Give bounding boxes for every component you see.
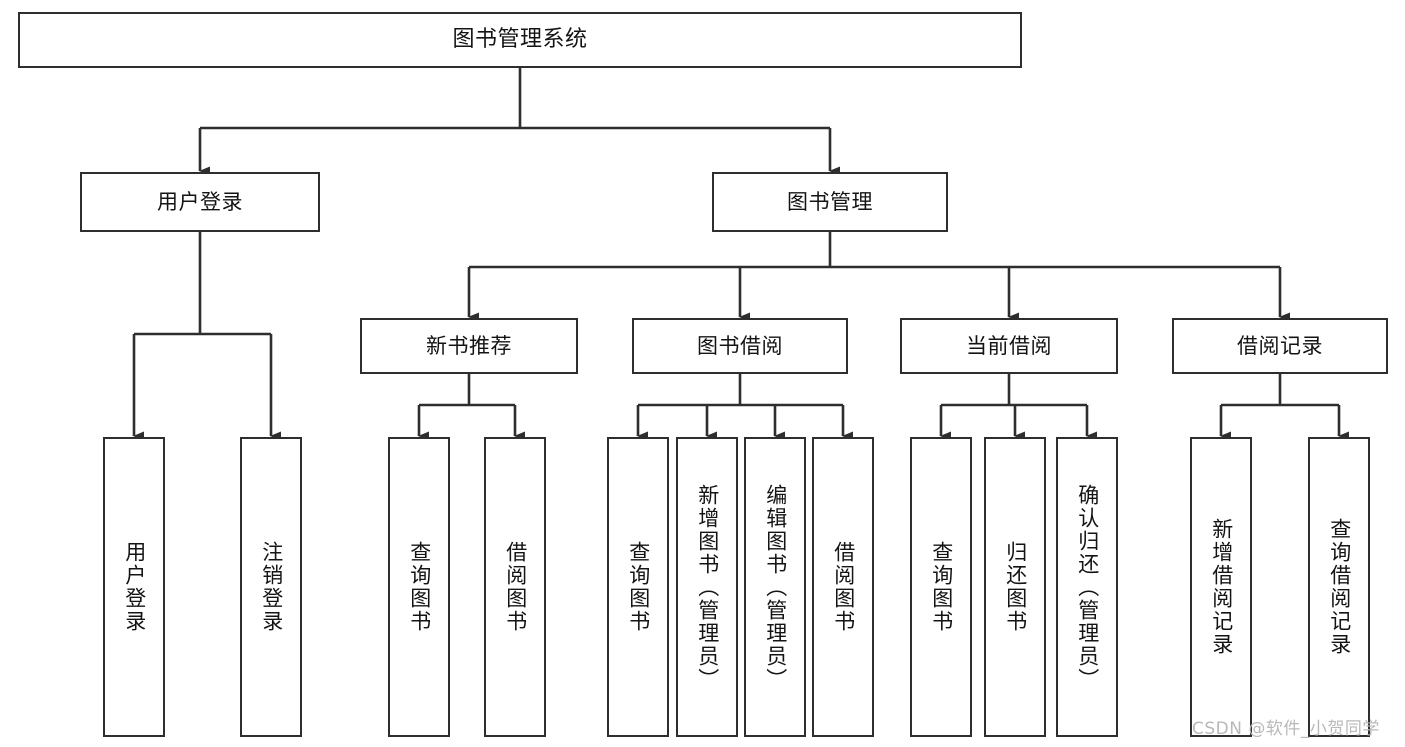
node-borrow[interactable]: 图书借阅 — [632, 318, 848, 374]
node-login[interactable]: 用户登录 — [80, 172, 320, 232]
node-label: 借阅图书 — [503, 541, 528, 633]
node-leaf-add-record[interactable]: 新增借阅记录 — [1190, 437, 1252, 737]
node-label: 借阅图书 — [831, 541, 856, 633]
node-leaf-query-record[interactable]: 查询借阅记录 — [1308, 437, 1370, 737]
node-root[interactable]: 图书管理系统 — [18, 12, 1022, 68]
node-label: 确认归还（管理员） — [1075, 483, 1100, 691]
node-label: 注销登录 — [259, 541, 284, 633]
node-label: 新增借阅记录 — [1209, 518, 1234, 656]
node-leaf-edit-book[interactable]: 编辑图书（管理员） — [744, 437, 806, 737]
node-label: 编辑图书（管理员） — [763, 483, 788, 691]
node-label: 图书管理系统 — [452, 27, 588, 53]
node-label: 查询借阅记录 — [1327, 518, 1352, 656]
csdn-watermark: CSDN @软件_小贺同学 — [1192, 719, 1380, 739]
node-leaf-query-book-1[interactable]: 查询图书 — [388, 437, 450, 737]
node-leaf-return-book[interactable]: 归还图书 — [984, 437, 1046, 737]
node-label: 用户登录 — [122, 541, 147, 633]
node-label: 查询图书 — [929, 541, 954, 633]
node-leaf-query-book-3[interactable]: 查询图书 — [910, 437, 972, 737]
node-leaf-query-book-2[interactable]: 查询图书 — [607, 437, 669, 737]
node-newbook[interactable]: 新书推荐 — [360, 318, 578, 374]
node-label: 图书借阅 — [697, 333, 783, 358]
node-records[interactable]: 借阅记录 — [1172, 318, 1388, 374]
node-leaf-add-book[interactable]: 新增图书（管理员） — [676, 437, 738, 737]
node-leaf-borrow-book-1[interactable]: 借阅图书 — [484, 437, 546, 737]
node-label: 归还图书 — [1003, 541, 1028, 633]
node-leaf-user-logout[interactable]: 注销登录 — [240, 437, 302, 737]
node-label: 查询图书 — [626, 541, 651, 633]
node-label: 新书推荐 — [426, 333, 512, 358]
node-leaf-borrow-book-2[interactable]: 借阅图书 — [812, 437, 874, 737]
node-label: 新增图书（管理员） — [695, 483, 720, 691]
node-leaf-user-login[interactable]: 用户登录 — [103, 437, 165, 737]
node-current[interactable]: 当前借阅 — [900, 318, 1118, 374]
node-label: 图书管理 — [787, 189, 873, 214]
node-label: 当前借阅 — [966, 333, 1052, 358]
node-label: 用户登录 — [157, 189, 243, 214]
node-leaf-confirm-return[interactable]: 确认归还（管理员） — [1056, 437, 1118, 737]
node-label: 查询图书 — [407, 541, 432, 633]
node-bookmgr[interactable]: 图书管理 — [712, 172, 948, 232]
node-label: 借阅记录 — [1237, 333, 1323, 358]
